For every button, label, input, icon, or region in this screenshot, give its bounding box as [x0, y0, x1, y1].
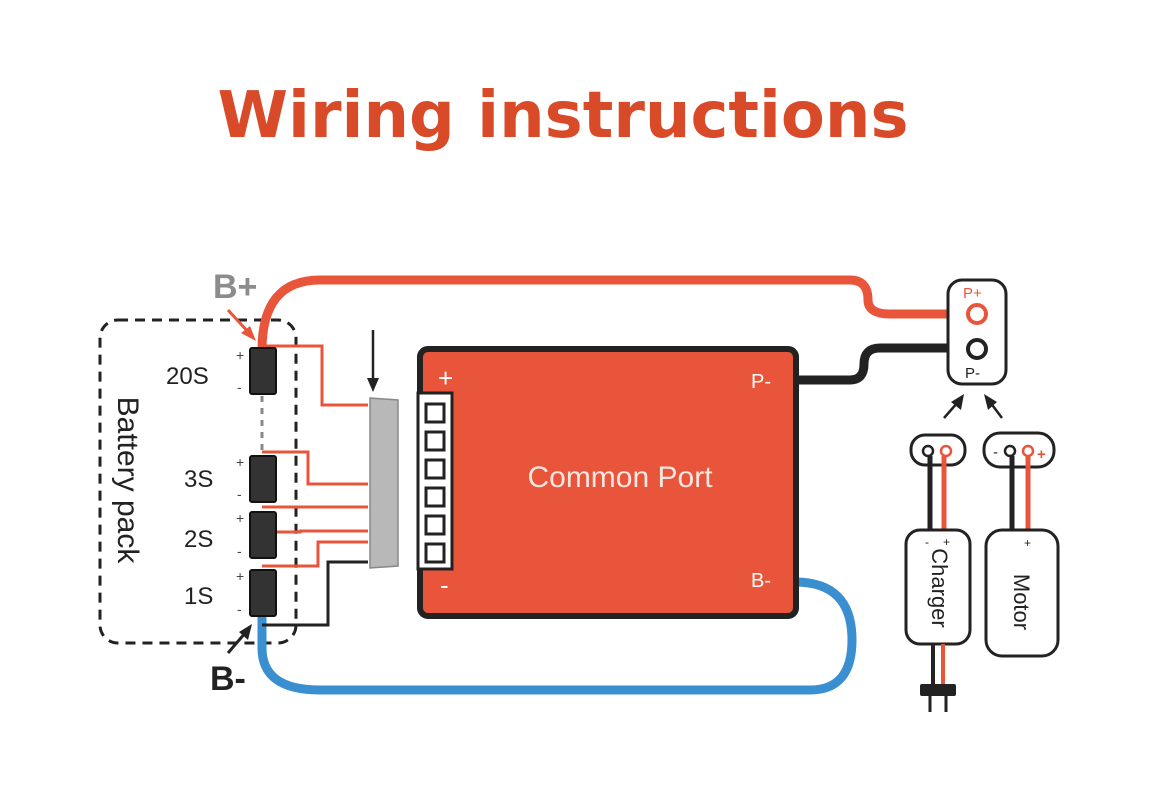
cell-20s-label: 20S — [166, 363, 209, 390]
balance-wire-0 — [262, 560, 368, 627]
board-plus: + — [438, 363, 453, 393]
cell-2s-minus: - — [237, 543, 242, 559]
b-minus-label: B- — [210, 660, 246, 698]
charger-box — [904, 528, 972, 646]
socket-pin — [424, 458, 446, 480]
b-plus-arrowhead — [241, 326, 256, 341]
charger-to-port-arrowhead — [951, 394, 964, 410]
socket-pin — [424, 430, 446, 452]
cell-3s — [249, 455, 277, 503]
diagram-title: Wiring instructions — [217, 79, 908, 153]
board-p-minus: P- — [751, 371, 771, 393]
motor-plug-minus-pin — [1003, 444, 1017, 458]
motor-plus-mark: + — [1024, 536, 1031, 550]
motor-box — [984, 528, 1060, 658]
motor-plug-plus-mark: + — [1037, 446, 1046, 463]
port-p-minus-terminal — [966, 338, 988, 360]
charger-minus-mark: - — [925, 535, 929, 549]
cell-1s — [249, 569, 277, 617]
battery-pack-label: Battery pack — [111, 397, 144, 565]
p-minus-wire — [790, 343, 973, 385]
board-b-minus: B- — [751, 570, 771, 592]
output-port — [946, 278, 1008, 386]
cell-3s-plus: + — [236, 454, 244, 470]
cell-1s-plus: + — [236, 568, 244, 584]
port-p-plus-label: P+ — [963, 285, 982, 302]
motor-plug — [982, 431, 1056, 469]
cell-20s-minus: - — [237, 379, 242, 395]
b-plus-wire — [257, 275, 973, 355]
motor-to-port-arrowhead — [984, 394, 997, 410]
balance-wire-20s — [262, 344, 368, 407]
motor-plug-minus-mark: - — [993, 444, 998, 461]
cell-2s-label: 2S — [184, 526, 213, 553]
charger-plug — [909, 433, 967, 467]
charger-plus-mark: + — [943, 535, 950, 549]
cell-1s-label: 1S — [184, 583, 213, 610]
motor-label: Motor — [1009, 574, 1034, 630]
charger-plug-head — [920, 684, 956, 696]
port-p-plus-terminal — [966, 303, 988, 325]
charger-plug-minus-pin — [921, 444, 935, 458]
cell-20s — [249, 347, 277, 395]
charger-plug-plus-pin — [939, 444, 953, 458]
b-plus-label: B+ — [213, 268, 257, 306]
balance-wire-1s — [262, 540, 368, 568]
motor-plug-plus-pin — [1021, 444, 1035, 458]
cell-2s-plus: + — [236, 510, 244, 526]
connector-arrowhead — [367, 378, 379, 392]
battery-pack-outline — [98, 318, 298, 645]
balance-connector — [369, 397, 399, 569]
board-minus: - — [440, 570, 449, 600]
cell-1s-minus: - — [237, 601, 242, 617]
socket-pin — [424, 542, 446, 564]
b-minus-arrowhead — [239, 624, 252, 640]
balance-wire-3s — [262, 450, 368, 486]
cell-3s-minus: - — [237, 486, 242, 502]
board-name: Common Port — [527, 461, 713, 494]
socket-pin — [424, 514, 446, 536]
cell-20s-plus: + — [236, 347, 244, 363]
charger-label: Charger — [927, 548, 952, 627]
b-minus-wire — [257, 577, 857, 695]
socket-pin — [424, 402, 446, 424]
socket-pin — [424, 486, 446, 508]
cell-2s — [249, 511, 277, 559]
port-p-minus-label: P- — [965, 365, 980, 382]
balance-wire-2s-minus — [262, 529, 368, 534]
cell-3s-label: 3S — [184, 466, 213, 493]
